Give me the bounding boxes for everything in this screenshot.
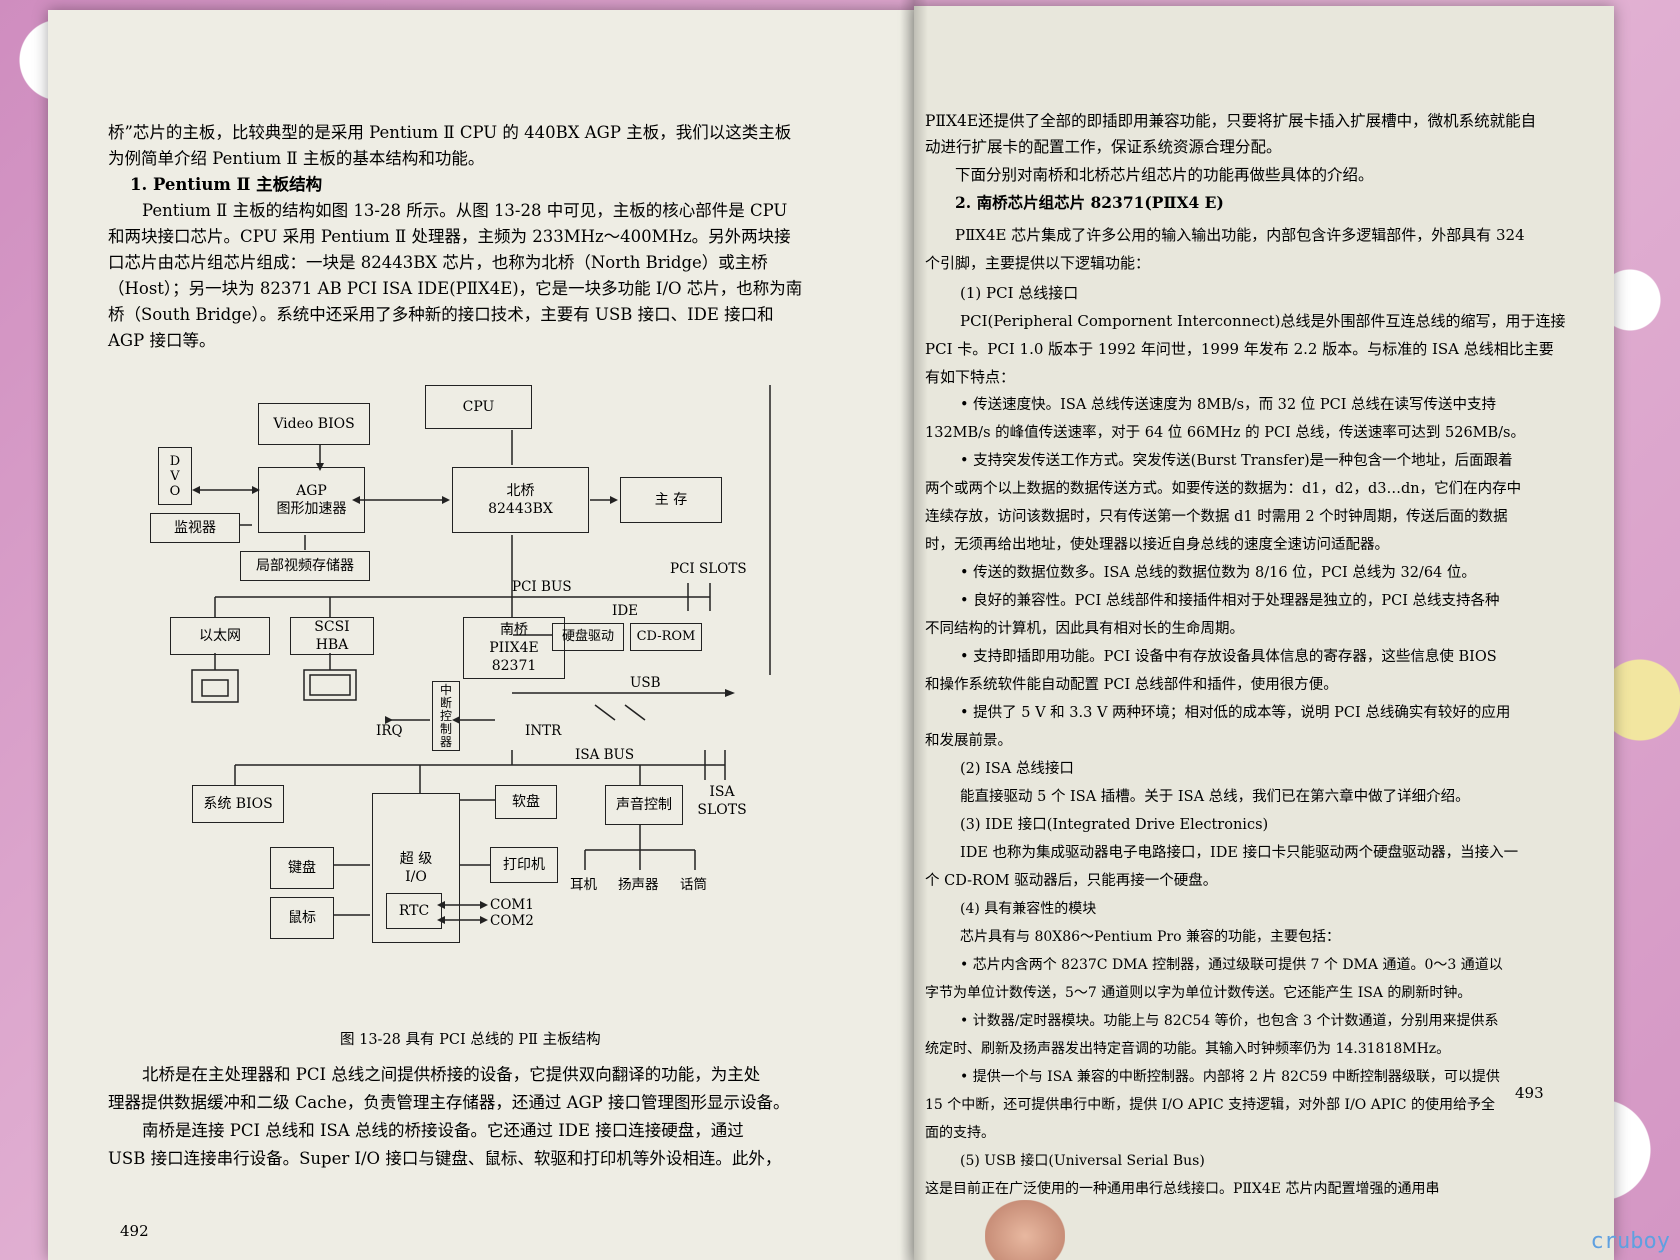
- intro-line: 为例简单介绍 Pentium Ⅱ 主板的基本结构和功能。: [108, 149, 485, 168]
- paragraph-line: • 良好的兼容性。PCI 总线部件和接插件相对于处理器是独立的，PCI 总线支持…: [960, 593, 1500, 609]
- monitor-box: 监视器: [150, 513, 240, 543]
- super-io-box: 超 级 I/O: [372, 793, 460, 943]
- paragraph-line: 15 个中断，还可提供串行中断，提供 I/O APIC 支持逻辑，对外部 I/O…: [925, 1097, 1495, 1113]
- paragraph-line: （Host）；另一块为 82371 AB PCI ISA IDE(PⅡX4E)，…: [108, 279, 803, 298]
- paragraph-line: PⅡX4E还提供了全部的即插即用兼容功能，只要将扩展卡插入扩展槽中，微机系统就能…: [925, 112, 1537, 130]
- scsi-hba-box: SCSI HBA: [290, 617, 374, 655]
- paragraph-line: 和发展前景。: [925, 733, 1012, 749]
- page-number-right: 493: [1515, 1084, 1544, 1102]
- keyboard-box: 键盘: [270, 847, 334, 889]
- paragraph-line: 字节为单位计数传送，5～7 通道则以字为单位计数传送。它还能产生 ISA 的刷新…: [925, 985, 1472, 1001]
- local-video-memory-box: 局部视频存储器: [240, 551, 370, 581]
- paragraph-line: PCI(Peripheral Compornent Interconnect)总…: [960, 312, 1566, 330]
- paragraph-line: IDE 也称为集成驱动器电子电路接口，IDE 接口卡只能驱动两个硬盘驱动器，当接…: [960, 845, 1519, 861]
- intro-line: 桥”芯片的主板，比较典型的是采用 Pentium Ⅱ CPU 的 440BX A…: [108, 123, 792, 142]
- paragraph-line: • 支持即插即用功能。PCI 设备中有存放设备具体信息的寄存器，这些信息使 BI…: [960, 649, 1497, 665]
- paragraph-line: Pentium Ⅱ 主板的结构如图 13-28 所示。从图 13-28 中可见，…: [142, 201, 788, 220]
- paragraph-line: 时，无须再给出地址，使处理器以接近自身总线的速度全速访问适配器。: [925, 537, 1389, 553]
- paragraph-line: 两个或两个以上数据的数据传送方式。如要传送的数据为：d1，d2，d3…dn，它们…: [925, 481, 1522, 497]
- paragraph-line: 南桥是连接 PCI 总线和 ISA 总线的桥接设备。它还通过 IDE 接口连接硬…: [142, 1121, 744, 1140]
- rtc-box: RTC: [386, 893, 442, 929]
- figure-caption: 图 13-28 具有 PCI 总线的 PⅡ 主板结构: [340, 1032, 601, 1048]
- pci-bus-label: PCI BUS: [512, 579, 572, 595]
- paragraph-line: 能直接驱动 5 个 ISA 插槽。关于 ISA 总线，我们已在第六章中做了详细介…: [960, 789, 1470, 805]
- intr-label: INTR: [525, 723, 562, 739]
- speaker-label: 扬声器: [618, 877, 659, 893]
- paragraph-line: • 芯片内含两个 8237C DMA 控制器，通过级联可提供 7 个 DMA 通…: [960, 957, 1503, 973]
- paragraph-line: 理器提供数据缓冲和二级 Cache，负责管理主存储器，还通过 AGP 接口管理图…: [108, 1093, 790, 1112]
- paragraph-line: 统定时、刷新及扬声器发出特定音调的功能。其输入时钟频率仍为 14.31818MH…: [925, 1041, 1451, 1057]
- paragraph-line: 132MB/s 的峰值传送速率，对于 64 位 66MHz 的 PCI 总线，传…: [925, 425, 1525, 441]
- paragraph-line: 个引脚，主要提供以下逻辑功能：: [925, 254, 1151, 272]
- diagram-connectors: [191, 385, 771, 924]
- paragraph-line: (5) USB 接口(Universal Serial Bus): [960, 1153, 1205, 1169]
- paragraph-line: 这是目前正在广泛使用的一种通用串行总线接口。PⅡX4E 芯片内配置增强的通用串: [925, 1181, 1440, 1197]
- section-heading: 1. Pentium Ⅱ 主板结构: [130, 175, 323, 194]
- isa-bus-label: ISA BUS: [575, 747, 635, 763]
- motherboard-diagram: CPU Video BIOS D V O AGP 图形加速器 北桥 82443B…: [150, 385, 800, 1015]
- paragraph-line: • 提供一个与 ISA 兼容的中断控制器。内部将 2 片 82C59 中断控制器…: [960, 1069, 1500, 1085]
- paragraph-line: • 计数器/定时器模块。功能上与 82C54 等价，也包含 3 个计数通道，分别…: [960, 1013, 1499, 1029]
- hdd-box: 硬盘驱动: [552, 623, 624, 651]
- paragraph-line: 桥（South Bridge）。系统中还采用了多种新的接口技术，主要有 USB …: [108, 305, 774, 324]
- main-memory-box: 主 存: [620, 477, 722, 523]
- paragraph-line: 和两块接口芯片。CPU 采用 Pentium Ⅱ 处理器，主频为 233MHz～…: [108, 227, 791, 246]
- agp-box: AGP 图形加速器: [258, 467, 365, 533]
- paragraph-line: • 传送速度快。ISA 总线传送速度为 8MB/s，而 32 位 PCI 总线在…: [960, 397, 1497, 413]
- watermark: cruboy: [1590, 1229, 1670, 1254]
- paragraph-line: • 提供了 5 V 和 3.3 V 两种环境；相对低的成本等，说明 PCI 总线…: [960, 705, 1511, 721]
- ethernet-box: 以太网: [170, 617, 270, 655]
- paragraph-line: 下面分别对南桥和北桥芯片组芯片的功能再做些具体的介绍。: [955, 166, 1374, 184]
- paragraph-line: (2) ISA 总线接口: [960, 761, 1074, 777]
- page-number-left: 492: [120, 1222, 149, 1240]
- paragraph-line: • 支持突发传送工作方式。突发传送(Burst Transfer)是一种包含一个…: [960, 453, 1513, 469]
- paragraph-line: AGP 接口等。: [108, 331, 216, 350]
- system-bios-box: 系统 BIOS: [192, 785, 284, 823]
- paragraph-line: 口芯片由芯片组芯片组成：一块是 82443BX 芯片，也称为北桥（North B…: [108, 253, 768, 272]
- book-spine: [900, 0, 928, 1260]
- usb-label: USB: [630, 675, 661, 691]
- paragraph-line: 连续存放，访问该数据时，只有传送第一个数据 d1 时需用 2 个时钟周期，传送后…: [925, 509, 1508, 525]
- north-bridge-box: 北桥 82443BX: [452, 467, 589, 533]
- cpu-box: CPU: [425, 385, 532, 429]
- sound-control-box: 声音控制: [605, 785, 683, 825]
- paragraph-line: 北桥是在主处理器和 PCI 总线之间提供桥接的设备，它提供双向翻译的功能，为主处: [142, 1065, 761, 1084]
- thumb: [985, 1200, 1065, 1260]
- cdrom-box: CD-ROM: [630, 623, 702, 651]
- paragraph-line: PCI 卡。PCI 1.0 版本于 1992 年问世，1999 年发布 2.2 …: [925, 340, 1554, 358]
- south-bridge-box: 南桥 PIIX4E 82371: [463, 617, 565, 679]
- earphone-label: 耳机: [570, 877, 597, 893]
- paragraph-line: 面的支持。: [925, 1125, 995, 1141]
- irq-label: IRQ: [376, 723, 403, 739]
- pci-slots-label: PCI SLOTS: [670, 561, 747, 577]
- paragraph-line: 和操作系统软件能自动配置 PCI 总线部件和插件，使用很方便。: [925, 677, 1338, 693]
- paragraph-line: 动进行扩展卡的配置工作，保证系统资源合理分配。: [925, 138, 1282, 156]
- video-bios-box: Video BIOS: [258, 403, 370, 445]
- paragraph-line: PⅡX4E 芯片集成了许多公用的输入输出功能，内部包含许多逻辑部件，外部具有 3…: [955, 226, 1525, 244]
- com2-label: COM2: [490, 913, 534, 929]
- printer-box: 打印机: [490, 847, 558, 883]
- paragraph-line: USB 接口连接串行设备。Super I/O 接口与键盘、鼠标、软驱和打印机等外…: [108, 1149, 782, 1168]
- paragraph-line: 芯片具有与 80X86～Pentium Pro 兼容的功能，主要包括：: [960, 929, 1340, 945]
- isa-slots-label: ISA SLOTS: [697, 784, 747, 818]
- paragraph-line: 个 CD-ROM 驱动器后，只能再接一个硬盘。: [925, 873, 1218, 889]
- dvo-box: D V O: [158, 447, 192, 505]
- paragraph-line: (4) 具有兼容性的模块: [960, 901, 1097, 917]
- paragraph-line: 不同结构的计算机，因此具有相对长的生命周期。: [925, 621, 1244, 637]
- microphone-label: 话筒: [680, 877, 707, 893]
- mouse-box: 鼠标: [270, 897, 334, 939]
- floppy-box: 软盘: [495, 785, 557, 819]
- right-page: [914, 6, 1614, 1260]
- ide-label: IDE: [612, 603, 639, 619]
- section-heading: 2. 南桥芯片组芯片 82371(PⅡX4 E): [955, 193, 1224, 212]
- paragraph-line: (1) PCI 总线接口: [960, 284, 1079, 302]
- com1-label: COM1: [490, 897, 534, 913]
- interrupt-controller-box: 中 断 控 制 器: [432, 681, 460, 751]
- paragraph-line: • 传送的数据位数多。ISA 总线的数据位数为 8/16 位，PCI 总线为 3…: [960, 565, 1476, 581]
- paragraph-line: (3) IDE 接口(Integrated Drive Electronics): [960, 817, 1269, 833]
- paragraph-line: 有如下特点：: [925, 368, 1016, 386]
